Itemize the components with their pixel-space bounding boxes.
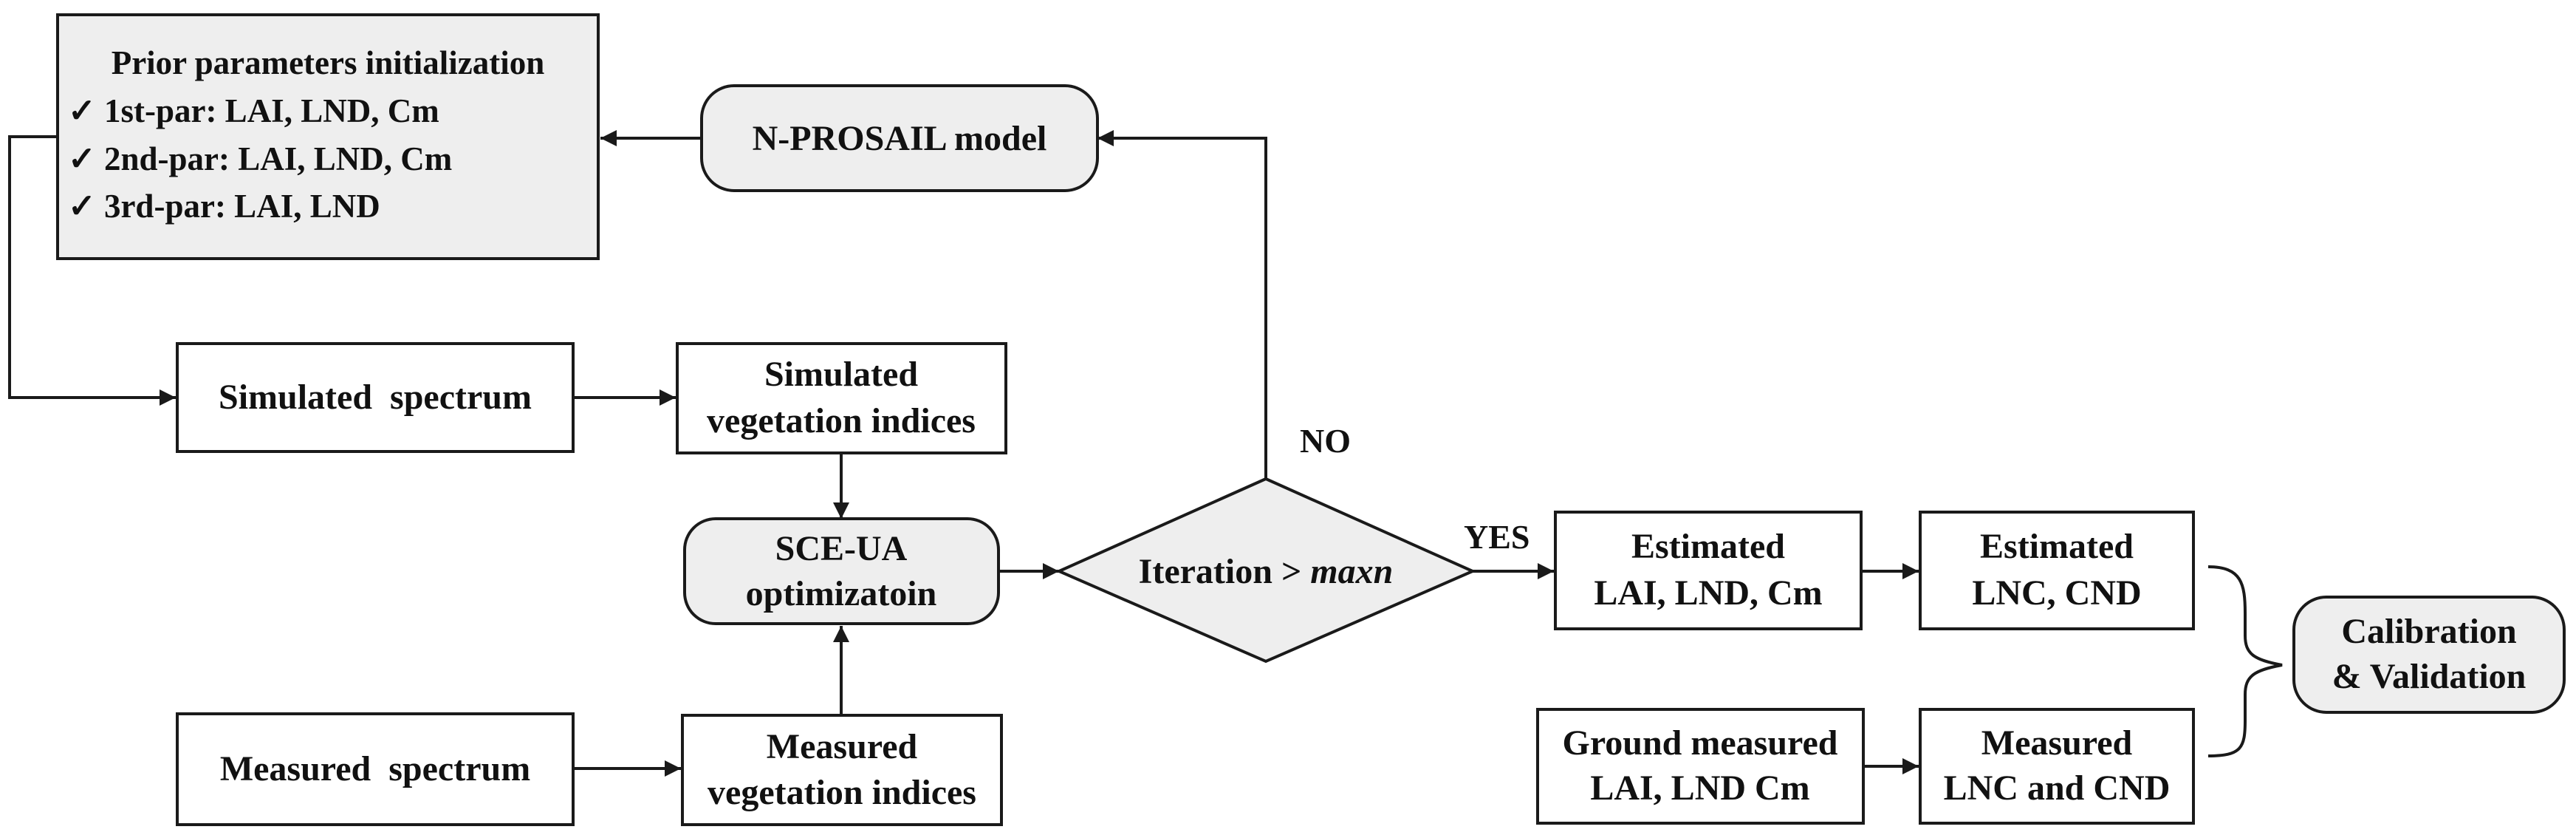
measured-lnc-line2: LNC and CND [1944, 768, 2171, 808]
estimated-lnc-line1: Estimated [1980, 527, 2134, 566]
estimated-lnc-line2: LNC, CND [1972, 573, 2141, 613]
prior-parameters-item-2: ✓ 2nd-par: LAI, LND, Cm [68, 140, 452, 177]
nprosail-model-label: N-PROSAIL model [753, 119, 1047, 158]
simulated-spectrum-box: Simulated spectrum [176, 342, 575, 453]
sceua-line1: SCE-UA [775, 529, 908, 568]
measured-vi-box: Measured vegetation indices [681, 714, 1003, 826]
nprosail-model-box: N-PROSAIL model [700, 84, 1099, 192]
prior-parameters-box: Prior parameters initialization ✓ 1st-pa… [56, 13, 600, 260]
prior-parameters-item-3: ✓ 3rd-par: LAI, LND [68, 188, 380, 225]
measured-vi-line2: vegetation indices [708, 773, 976, 812]
iteration-prefix: Iteration > [1139, 552, 1311, 591]
iteration-decision-diamond: Iteration > maxn [1055, 477, 1476, 664]
sceua-line2: optimizatoin [746, 574, 937, 613]
simulated-vi-line2: vegetation indices [707, 401, 976, 440]
measured-lnc-line1: Measured [1981, 723, 2133, 763]
measured-lnc-box: Measured LNC and CND [1919, 708, 2195, 825]
ground-measured-box: Ground measured LAI, LND Cm [1536, 708, 1865, 825]
measured-spectrum-box: Measured spectrum [176, 712, 575, 826]
edge-iteration-no-to-nprosail [1097, 130, 1267, 479]
prior-parameters-title: Prior parameters initialization [112, 44, 545, 81]
calibration-validation-box: Calibration & Validation [2292, 596, 2566, 714]
edge-label-yes: YES [1464, 518, 1530, 556]
sceua-optimization-box: SCE-UA optimizatoin [683, 517, 1000, 625]
iteration-condition: Iteration > maxn [1139, 552, 1394, 591]
calibration-line2: & Validation [2332, 657, 2527, 696]
simulated-vi-box: Simulated vegetation indices [676, 342, 1007, 454]
ground-measured-line1: Ground measured [1563, 723, 1838, 763]
ground-measured-line2: LAI, LND Cm [1590, 768, 1809, 808]
estimated-lai-line2: LAI, LND, Cm [1594, 573, 1822, 613]
edge-label-no: NO [1300, 422, 1351, 460]
edge-prior-to-sim-spectrum [8, 135, 176, 406]
measured-spectrum-label: Measured spectrum [220, 749, 530, 788]
simulated-vi-line1: Simulated [764, 355, 918, 394]
estimated-lnc-box: Estimated LNC, CND [1919, 511, 2195, 630]
iteration-var: maxn [1310, 552, 1393, 591]
calibration-line1: Calibration [2341, 612, 2516, 651]
estimated-lai-line1: Estimated [1631, 527, 1785, 566]
estimated-lai-box: Estimated LAI, LND, Cm [1554, 511, 1863, 630]
measured-vi-line1: Measured [767, 727, 918, 766]
simulated-spectrum-label: Simulated spectrum [219, 378, 532, 417]
group-curly-brace [2207, 565, 2283, 757]
prior-parameters-item-1: ✓ 1st-par: LAI, LND, Cm [68, 92, 439, 129]
